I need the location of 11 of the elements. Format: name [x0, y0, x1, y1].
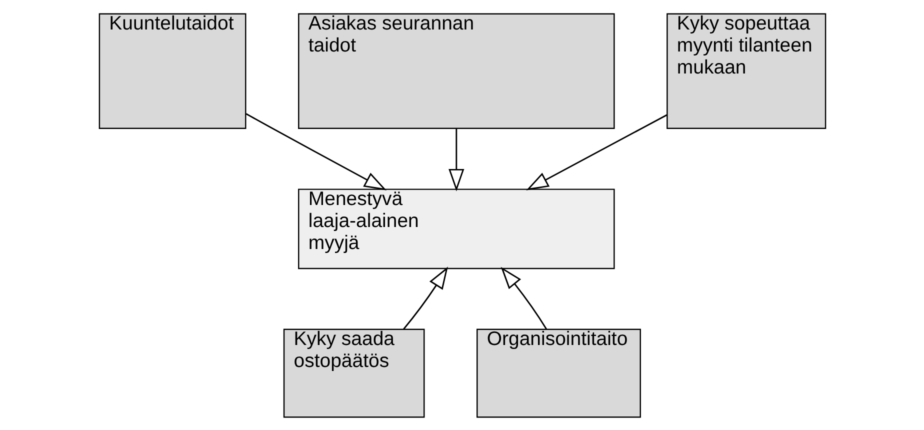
node-box: Asiakas seurannan taidot — [298, 12, 614, 128]
node-box: Menestyvä laaja-alainen myyjä — [298, 188, 614, 269]
arrow — [526, 114, 667, 190]
node-box: Kyky sopeuttaa myynti tilanteen mukaan — [666, 12, 826, 128]
arrow — [500, 266, 547, 329]
node-box: Kyky saada ostopäätös — [282, 328, 424, 418]
arrow — [402, 266, 448, 330]
arrow — [448, 128, 464, 191]
node-box: Kuuntelutaidot — [98, 12, 246, 128]
arrow — [245, 112, 386, 190]
node-box: Organisointitaito — [476, 328, 640, 418]
